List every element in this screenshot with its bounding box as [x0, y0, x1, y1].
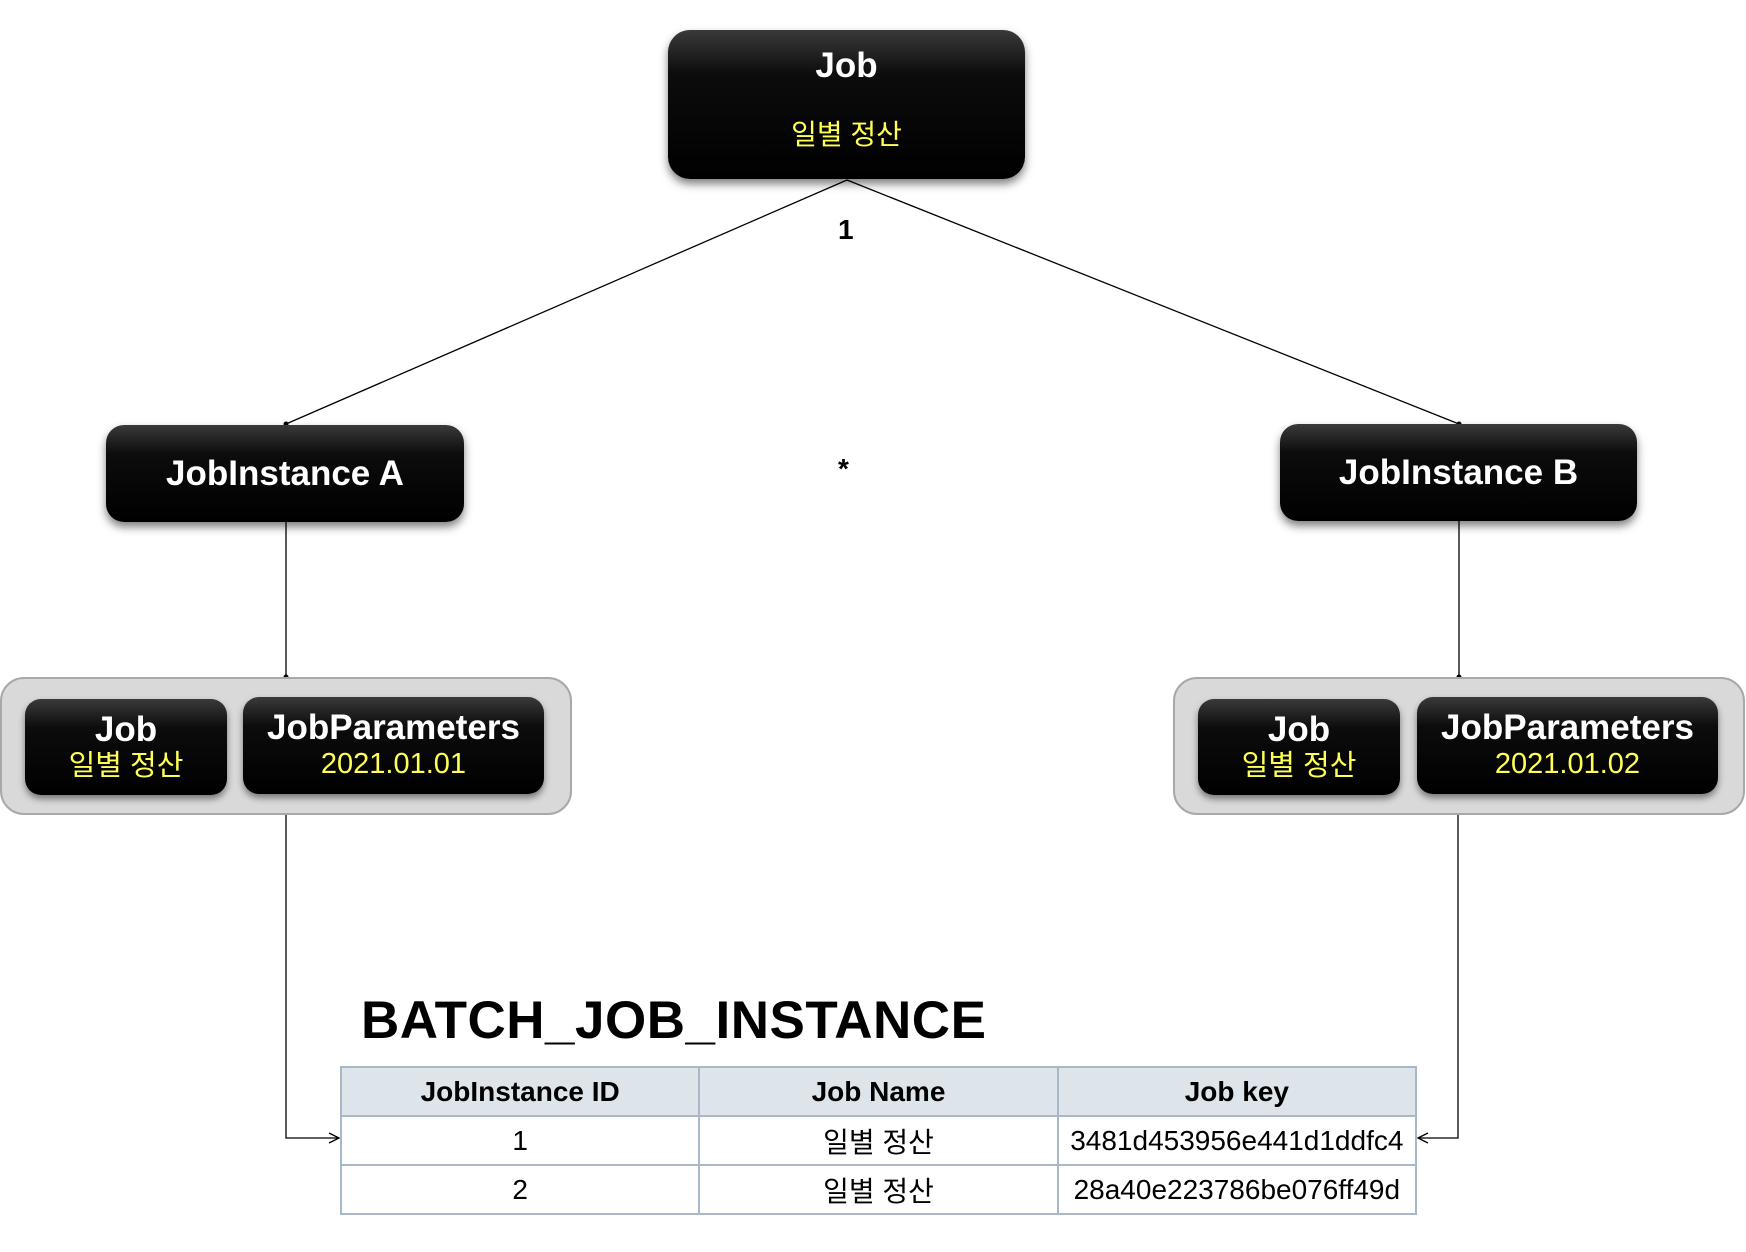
column-header: JobInstance ID	[339, 1066, 701, 1117]
table-cell: 3481d453956e441d1ddfc4	[1056, 1115, 1418, 1166]
table-header-row: JobInstance ID Job Name Job key	[339, 1066, 1418, 1117]
job-instance-a-title: JobInstance A	[166, 454, 404, 493]
instance-a-params-value: 2021.01.01	[320, 748, 467, 780]
table-row: 1 일별 정산 3481d453956e441d1ddfc4	[339, 1115, 1418, 1166]
instance-b-job-box: Job 일별 정산	[1198, 699, 1400, 795]
table-cell: 일별 정산	[698, 1115, 1059, 1166]
job-instance-b-title: JobInstance B	[1338, 453, 1579, 492]
instance-a-job-title: Job	[94, 710, 158, 749]
job-node: Job 일별 정산	[668, 30, 1025, 179]
instance-b-job-value: 일별 정산	[1241, 750, 1357, 782]
multiplicity-one: 1	[838, 214, 854, 245]
job-instance-b: JobInstance B	[1280, 424, 1637, 521]
table-cell: 1	[339, 1115, 701, 1166]
edge-params-b-to-row-1	[1418, 815, 1459, 1138]
job-node-title: Job	[815, 46, 878, 85]
job-node-subtitle: 일별 정산	[791, 119, 902, 150]
column-header: Job key	[1056, 1066, 1418, 1117]
instance-a-job-value: 일별 정산	[68, 750, 184, 782]
instance-a-params-box: JobParameters 2021.01.01	[243, 697, 544, 794]
instance-b-params-title: JobParameters	[1441, 708, 1694, 747]
instance-a-params-title: JobParameters	[267, 708, 520, 747]
table-cell: 2	[339, 1164, 701, 1215]
table-cell: 일별 정산	[698, 1164, 1059, 1215]
instance-a-job-box: Job 일별 정산	[25, 699, 227, 795]
multiplicity-many: *	[838, 453, 849, 484]
edge-job-to-instance-b	[846, 179, 1462, 427]
table-title: BATCH_JOB_INSTANCE	[361, 991, 987, 1050]
table-cell: 28a40e223786be076ff49d	[1056, 1164, 1418, 1215]
column-header: Job Name	[698, 1066, 1059, 1117]
instance-b-job-title: Job	[1267, 710, 1331, 749]
job-instance-a: JobInstance A	[106, 425, 464, 522]
edge-job-to-instance-a	[283, 179, 848, 427]
batch-job-instance-table: JobInstance ID Job Name Job key 1 일별 정산 …	[339, 1066, 1418, 1215]
table-row: 2 일별 정산 28a40e223786be076ff49d	[339, 1164, 1418, 1215]
instance-b-params-value: 2021.01.02	[1494, 748, 1641, 780]
edge-params-a-to-row-1	[285, 815, 339, 1138]
instance-b-params-box: JobParameters 2021.01.02	[1417, 697, 1718, 794]
